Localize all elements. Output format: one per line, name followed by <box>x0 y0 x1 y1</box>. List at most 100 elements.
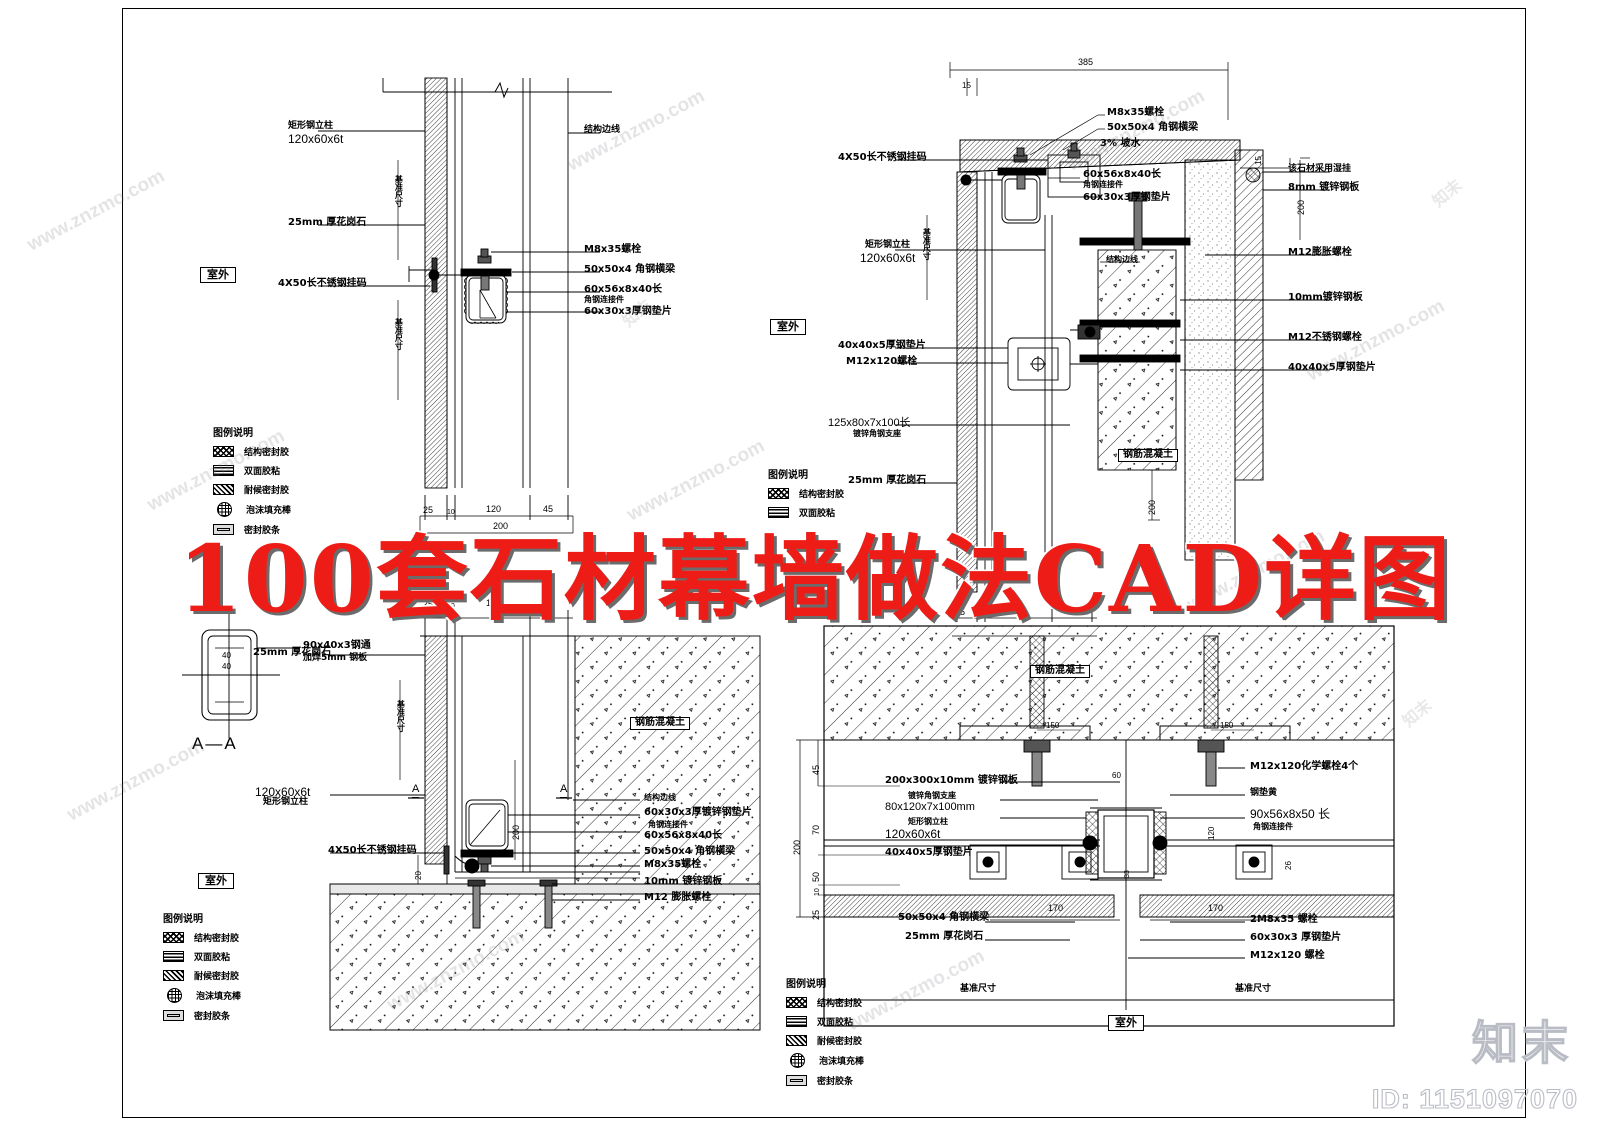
dim-br-70: 70 <box>811 824 821 835</box>
base-dim-br-left: 基准尺寸 <box>960 984 997 994</box>
legend-top-left: 图例说明 结构密封胶 双面胶粘 耐候密封胶 泡沫填充棒 密封胶条 <box>213 424 291 536</box>
label-stone-tl: 25mm 厚花岗石 <box>288 217 367 228</box>
outdoor-tag-bl: 室外 <box>198 872 234 889</box>
legend-item: 泡沫填充棒 <box>786 1053 864 1068</box>
brand-logo: 知末 <box>1471 1015 1572 1070</box>
weather-sealant-swatch-icon <box>786 1035 807 1046</box>
label-connector-br: 90x56x8x50 长 <box>1250 807 1331 821</box>
base-dim-br-right: 基准尺寸 <box>1235 984 1272 994</box>
section-mark-a-left: A <box>412 783 420 798</box>
dim-br-60: 60 <box>1112 771 1121 780</box>
legend-item-label: 泡沫填充棒 <box>819 1057 865 1067</box>
dim-br-50: 50 <box>811 871 821 882</box>
label-connector-bl: 60x56x8x40长 <box>644 830 723 841</box>
label-bracket2-tr: 镀锌角钢支座 <box>853 429 901 438</box>
label-expansion-bolt-tr: M12膨胀螺栓 <box>1288 247 1352 258</box>
outdoor-tag-tr-text: 室外 <box>770 319 806 335</box>
label-expansion-bolt-bl: M12 膨胀螺栓 <box>644 892 712 903</box>
dim-tr2-25: 25 <box>955 607 966 617</box>
legend-item-label: 双面胶粘 <box>194 953 231 963</box>
legend-item: 泡沫填充棒 <box>213 502 291 517</box>
label-basedim-bl: 基准尺寸 <box>396 700 406 732</box>
dim-br-26: 26 <box>1284 861 1293 870</box>
dim-br-170a: 170 <box>1048 903 1064 913</box>
label-hook-tr: 4X50长不锈钢挂码 <box>838 152 927 163</box>
label-connector-cn-bl: 角钢连接件 <box>648 820 688 829</box>
legend-item: 耐候密封胶 <box>163 969 241 982</box>
dim-tr-15b: 15 <box>1254 156 1263 165</box>
label-bracket-tr: 125x80x7x100长 <box>828 417 911 429</box>
label-weldplate-aa: 加焊5mm 钢板 <box>303 653 368 663</box>
dim-bl-25: 25 <box>423 599 434 609</box>
foam-rod-swatch-icon <box>167 988 182 1003</box>
legend-item-label: 结构密封胶 <box>194 934 240 944</box>
label-ss-bolt-tr: M12不锈钢螺栓 <box>1288 332 1362 343</box>
label-post-tl: 矩形钢立柱 <box>288 121 334 131</box>
label-post-cn-br: 矩形钢立柱 <box>908 817 948 826</box>
label-basedim-tl-2: 基准尺寸 <box>394 318 404 350</box>
title-banner: 100套石材幕墙做法CAD详图 <box>177 525 1453 633</box>
dim-bl-120: 120 <box>486 598 502 608</box>
legend-item-label: 耐候密封胶 <box>244 486 290 496</box>
legend-item: 双面胶粘 <box>768 506 844 519</box>
double-sided-tape-swatch-icon <box>786 1016 807 1027</box>
label-stone-tr: 25mm 厚花岗石 <box>848 475 927 486</box>
label-post-size-tl: 120x60x6t <box>288 132 344 146</box>
label-stone-br: 25mm 厚花岗石 <box>905 931 984 942</box>
dim-br-33: 33 <box>1124 870 1131 878</box>
asset-id: ID: 1151097070 <box>1371 1083 1578 1114</box>
legend-bottom-right: 图例说明 结构密封胶 双面胶粘 耐候密封胶 泡沫填充棒 密封胶条 <box>786 975 864 1087</box>
sealing-strip-swatch-icon <box>786 1075 807 1086</box>
legend-item: 泡沫填充棒 <box>163 988 241 1003</box>
outdoor-tag-tl-text: 室外 <box>200 267 236 283</box>
structural-sealant-swatch-icon <box>163 932 184 943</box>
label-bolt-tl: M8x35螺栓 <box>584 244 642 255</box>
dim-bl-200: 200 <box>511 824 521 840</box>
dim-tr2-45: 45 <box>1066 606 1077 616</box>
label-basedim-tr: 基准尺寸 <box>922 228 932 260</box>
dim-tl-45: 45 <box>543 504 554 514</box>
foam-rod-swatch-icon <box>790 1053 805 1068</box>
weather-sealant-swatch-icon <box>213 484 234 495</box>
concrete-tag-bl-text: 钢筋混凝土 <box>630 717 690 730</box>
dim-br-150b: 150 <box>1220 721 1234 730</box>
label-bolt2-br: 2M8x35 螺栓 <box>1250 914 1318 925</box>
structural-sealant-swatch-icon <box>213 446 234 457</box>
legend-item-label: 结构密封胶 <box>244 448 290 458</box>
structural-sealant-swatch-icon <box>786 997 807 1008</box>
legend-title: 图例说明 <box>786 979 826 990</box>
outdoor-tag-br: 室外 <box>1108 1014 1144 1031</box>
label-hook-bl: 4X50长不锈钢挂码 <box>328 845 417 856</box>
dim-br-120: 120 <box>1207 826 1216 840</box>
legend-item: 双面胶粘 <box>163 950 241 963</box>
double-sided-tape-swatch-icon <box>163 951 184 962</box>
label-connector-tl: 60x56x8x40长 <box>584 284 663 295</box>
legend-item: 结构密封胶 <box>163 931 241 944</box>
label-post-tr: 矩形钢立柱 <box>865 240 911 250</box>
legend-item: 耐候密封胶 <box>213 483 291 496</box>
section-aa-tag: A—A <box>192 734 238 753</box>
dim-tr-385: 385 <box>1078 57 1094 67</box>
dim-bl-10: 10 <box>447 603 455 610</box>
legend-bottom-left: 图例说明 结构密封胶 双面胶粘 耐候密封胶 泡沫填充棒 密封胶条 <box>163 910 241 1022</box>
weather-sealant-swatch-icon <box>163 970 184 981</box>
dim-tl-10: 10 <box>447 509 455 516</box>
legend-item: 密封胶条 <box>786 1074 864 1087</box>
label-shim-right-tr: 40x40x5厚钢垫片 <box>1288 362 1376 373</box>
legend-item-label: 密封胶条 <box>244 526 281 536</box>
legend-item: 密封胶条 <box>213 523 291 536</box>
dim-tr-15: 15 <box>962 81 971 90</box>
label-angle-beam-tl: 50x50x4 角钢横梁 <box>584 264 676 275</box>
legend-title: 图例说明 <box>213 428 253 439</box>
legend-item: 结构密封胶 <box>213 445 291 458</box>
legend-item-label: 结构密封胶 <box>817 999 863 1009</box>
legend-item-label: 耐候密封胶 <box>817 1037 863 1047</box>
legend-item-label: 泡沫填充棒 <box>246 506 292 516</box>
label-connector-cn-br: 角钢连接件 <box>1253 822 1293 831</box>
dim-tr2-10: 10 <box>979 611 987 618</box>
dim-br-45: 45 <box>811 764 821 775</box>
label-post-bl: 矩形钢立柱 <box>263 797 309 807</box>
label-shim-br: 40x40x5厚钢垫片 <box>885 847 973 858</box>
outdoor-tag-bl-text: 室外 <box>198 873 234 889</box>
